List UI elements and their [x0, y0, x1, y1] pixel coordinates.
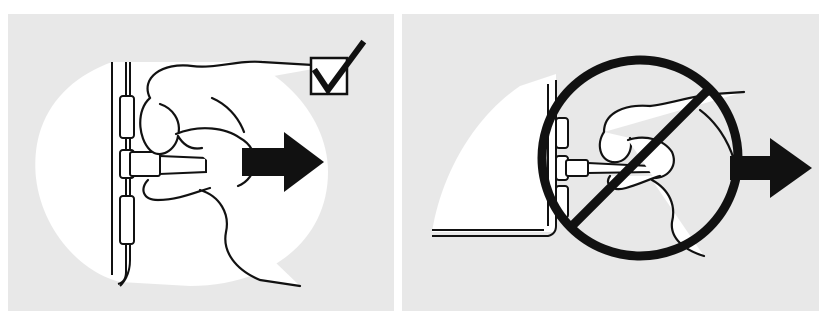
instruction-diagram-svg [0, 0, 827, 323]
instruction-figure [0, 0, 827, 323]
